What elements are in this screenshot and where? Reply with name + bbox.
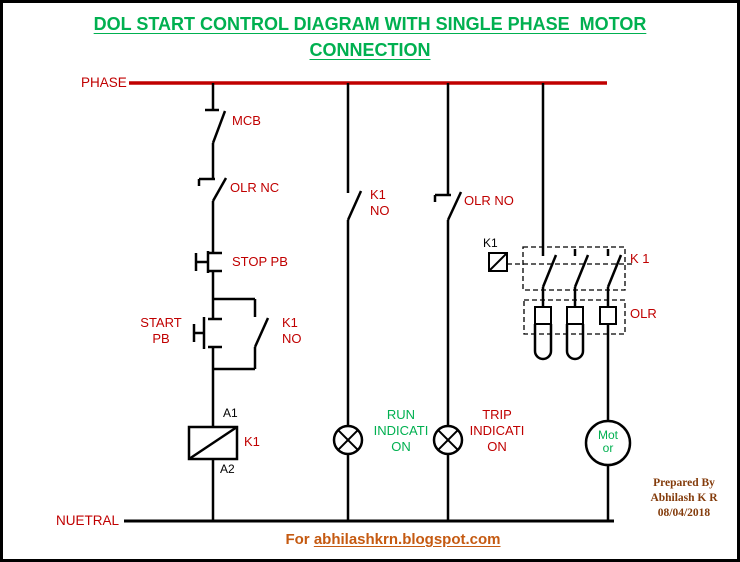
mcb-symbol (205, 108, 227, 144)
contactor-coil-box (488, 252, 508, 272)
prepared-by-line2: Abhilash K R (650, 492, 718, 504)
trip-indicator-lamp (432, 424, 464, 456)
k1-hold-label-line1: K1 (282, 315, 298, 330)
mcb-label: MCB (232, 113, 261, 128)
phase-label: PHASE (81, 75, 127, 90)
circuit-canvas (124, 81, 632, 523)
motor-label: Mot or (586, 429, 630, 455)
motor-label-line2: or (602, 441, 614, 455)
k1-coil-symbol (187, 425, 239, 461)
k1-no-contact-symbol (346, 190, 363, 221)
stop-pb-label: STOP PB (232, 254, 288, 269)
coil-a2-label: A2 (220, 462, 235, 476)
olr-main-label: OLR (630, 306, 657, 321)
motor-label-line1: Mot (597, 428, 618, 442)
page-title: DOL START CONTROL DIAGRAM WITH SINGLE PH… (3, 11, 737, 63)
start-pushbutton-symbol (192, 317, 222, 349)
olr-thermal-block (523, 299, 626, 335)
page-title-line1: DOL START CONTROL DIAGRAM WITH SINGLE PH… (93, 14, 647, 34)
contactor-linkage-dashed (507, 246, 632, 291)
k1-hold-label: K1 NO (282, 315, 302, 347)
contactor-coil-label: K1 (483, 236, 498, 250)
coil-k1-label: K1 (244, 434, 260, 449)
run-indication-line3: ON (391, 439, 411, 454)
k1-no-label-line1: K1 (370, 187, 386, 202)
olr-nc-label: OLR NC (230, 180, 280, 195)
k1-hold-label-line2: NO (282, 331, 302, 346)
k1-no-label: K1 NO (370, 187, 390, 219)
run-indication-label: RUN INDICATI ON (367, 407, 435, 455)
run-indicator-lamp (332, 424, 364, 456)
stop-pushbutton-symbol (194, 251, 222, 273)
trip-indication-line3: ON (487, 439, 507, 454)
neutral-label: NUETRAL (56, 513, 120, 528)
run-indication-line1: RUN (386, 407, 416, 422)
trip-indication-label: TRIP INDICATI ON (463, 407, 531, 455)
page-title-line2: CONNECTION (309, 40, 431, 60)
footer-prefix: For (285, 531, 310, 548)
prepared-by-line3: 08/04/2018 (657, 507, 711, 519)
trip-indication-line2: INDICATI (469, 423, 525, 438)
olr-no-contact-symbol (433, 191, 463, 221)
k1-main-label: K 1 (630, 251, 650, 266)
footer-blog-link[interactable]: abhilashkrn.blogspot.com (313, 531, 501, 548)
motor-symbol (584, 419, 632, 467)
prepared-by-block: Prepared By Abhilash K R 08/04/2018 (633, 476, 735, 521)
start-pb-label-line2: PB (152, 331, 170, 346)
prepared-by-line1: Prepared By (653, 477, 715, 489)
footer-blog-credit: For abhilashkrn.blogspot.com (193, 531, 593, 548)
coil-a1-label: A1 (223, 406, 238, 420)
motor-feed-loops (533, 324, 585, 361)
k1-main-contacts (541, 249, 623, 307)
trip-indication-line1: TRIP (482, 407, 512, 422)
k1-holding-contact-branch (213, 297, 270, 371)
start-pb-label-line1: START (140, 315, 182, 330)
olr-nc-contact-symbol (197, 177, 228, 202)
k1-no-label-line2: NO (370, 203, 390, 218)
start-pb-label: START PB (136, 315, 186, 347)
olr-no-label: OLR NO (464, 193, 514, 208)
run-indication-line2: INDICATI (373, 423, 429, 438)
